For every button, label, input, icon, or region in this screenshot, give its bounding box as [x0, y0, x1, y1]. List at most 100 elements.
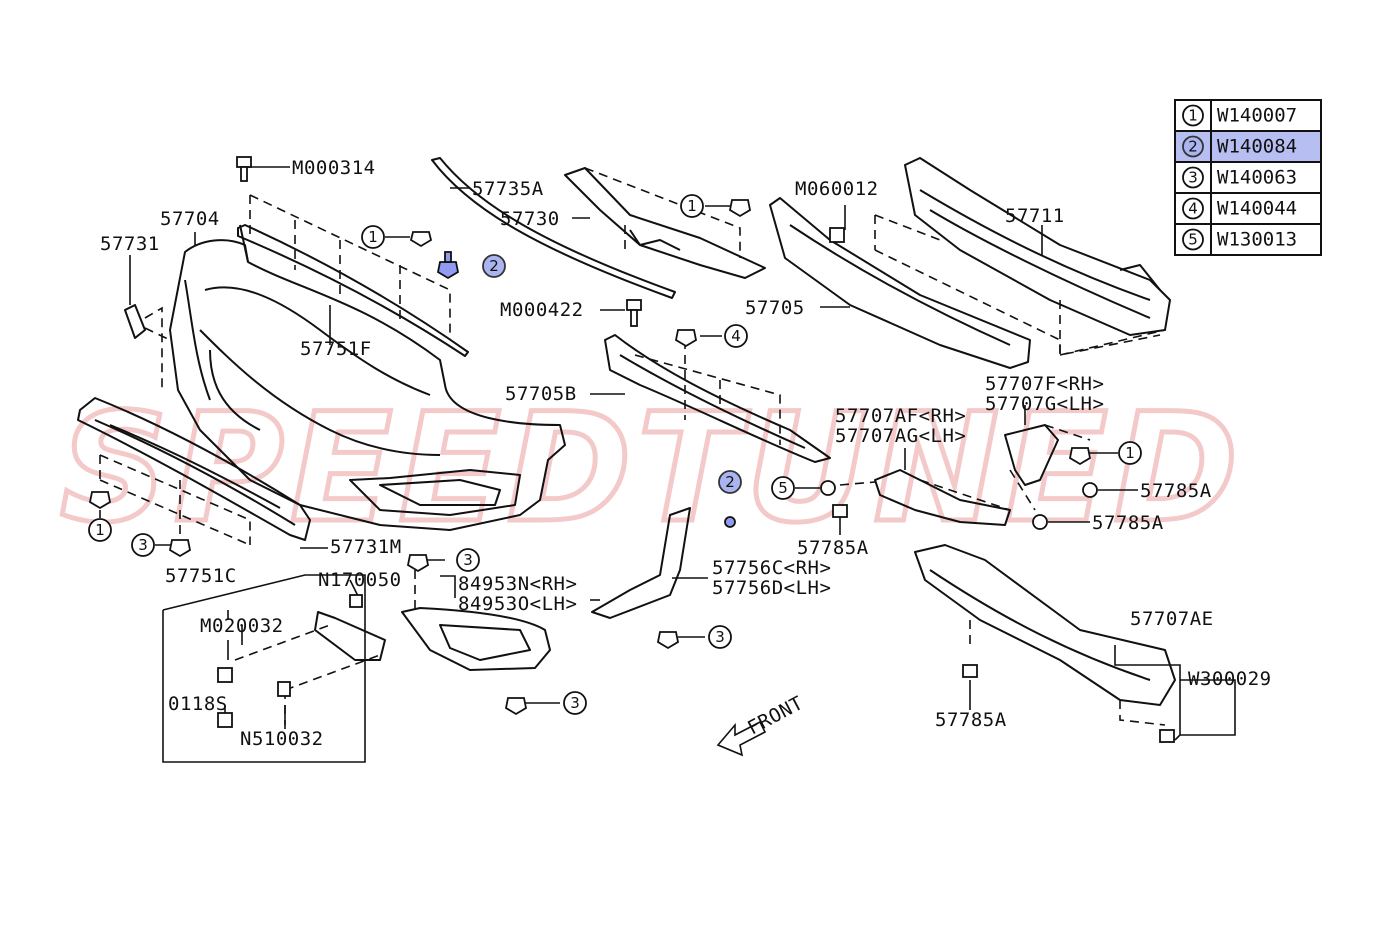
bolt-m000314-icon	[236, 156, 252, 182]
label-n510032: N510032	[240, 728, 324, 750]
label-m020032: M020032	[200, 615, 284, 637]
legend-number-circle	[1182, 197, 1204, 220]
legend-code: W140007	[1217, 105, 1297, 127]
callout-3b: 3	[463, 551, 473, 569]
clip-2b-icon	[724, 516, 736, 528]
label-57785a-2: 57785A	[1092, 512, 1164, 534]
duct-57756c	[591, 507, 691, 619]
label-57731: 57731	[100, 233, 160, 255]
bracket-57707af	[839, 469, 1011, 526]
front-arrow: FRONT	[716, 692, 807, 757]
clip-5a-icon	[820, 480, 836, 496]
legend-number: 3	[1188, 169, 1198, 187]
callout-2a: 2	[489, 257, 499, 275]
clip-1a-icon	[409, 231, 433, 248]
legend-number-circle	[1182, 166, 1204, 189]
upper-strip	[237, 194, 469, 357]
label-57705b: 57705B	[505, 383, 577, 405]
legend-code: W130013	[1217, 229, 1297, 251]
label-m060012: M060012	[795, 178, 879, 200]
undertray-57707ae	[914, 544, 1176, 726]
bumper-cover	[169, 224, 566, 531]
fasteners	[88, 156, 1175, 743]
callout-5a: 5	[778, 479, 788, 497]
legend-number-circle	[1182, 104, 1204, 127]
label-57707g: 57707G<LH>	[985, 393, 1104, 415]
label-m000314: M000314	[292, 157, 376, 179]
clip-3d-icon	[504, 697, 528, 716]
fog-cover	[401, 570, 551, 671]
part-labels: M000314 57735A 57730 M060012 57711 57704…	[100, 157, 1272, 750]
label-0118s: 0118S	[168, 693, 228, 715]
legend-code: W140063	[1217, 167, 1297, 189]
callout-3c: 3	[715, 628, 725, 646]
label-57735a: 57735A	[472, 178, 544, 200]
bracket-57730	[564, 167, 766, 279]
leader-lines	[99, 166, 1236, 741]
reinforcement-57711	[904, 157, 1171, 356]
label-84953n: 84953N<RH>	[458, 573, 577, 595]
label-57707ag: 57707AG<LH>	[835, 425, 966, 447]
callout-3a: 3	[138, 536, 148, 554]
label-57707af: 57707AF<RH>	[835, 405, 966, 427]
callout-1c: 1	[1125, 444, 1135, 462]
legend-code: W140044	[1217, 198, 1297, 220]
bolt-57785a-4-icon	[962, 664, 978, 678]
beam-57705b	[604, 334, 831, 463]
bracket-57731	[124, 304, 146, 339]
callout-2b: 2	[725, 473, 735, 491]
callout-1a: 1	[368, 228, 378, 246]
label-57704: 57704	[160, 208, 220, 230]
callout-1d: 1	[95, 521, 105, 539]
label-57705: 57705	[745, 297, 805, 319]
legend-code: W140084	[1217, 136, 1297, 158]
bolt-m020032-icon	[217, 667, 233, 683]
bolt-m000422-icon	[626, 299, 642, 327]
label-57731m: 57731M	[330, 536, 402, 558]
legend-number: 4	[1188, 200, 1198, 218]
legend-number: 1	[1188, 107, 1198, 125]
clip-2a-icon	[436, 251, 460, 280]
label-w300029: W300029	[1188, 668, 1272, 690]
legend-number: 5	[1188, 231, 1198, 249]
callout-4a: 4	[731, 327, 741, 345]
bolt-57785a-2-icon	[1032, 514, 1048, 530]
clip-1c-icon	[1068, 447, 1092, 466]
label-57707ae: 57707AE	[1130, 608, 1214, 630]
label-84953o: 84953O<LH>	[458, 593, 577, 615]
label-57756c: 57756C<RH>	[712, 557, 831, 579]
label-57707f: 57707F<RH>	[985, 373, 1104, 395]
clip-4a-icon	[674, 329, 698, 348]
label-57751c: 57751C	[165, 565, 237, 587]
label-57785a-4: 57785A	[935, 709, 1007, 731]
clip-1b-icon	[728, 199, 752, 218]
bolt-57785a-1-icon	[1082, 482, 1098, 498]
callout-1b: 1	[687, 197, 697, 215]
clip-3b-icon	[406, 554, 430, 573]
legend-number-circle	[1182, 135, 1204, 158]
callouts: 1 2 1 4 2 5 1 1 3 3 3 3	[88, 194, 1142, 715]
bolt-m060012-icon	[829, 227, 845, 243]
label-57751f: 57751F	[300, 338, 372, 360]
label-57730: 57730	[500, 208, 560, 230]
clip-3a-icon	[168, 539, 192, 558]
label-m000422: M000422	[500, 299, 584, 321]
label-57785a-1: 57785A	[1140, 480, 1212, 502]
lower-grille	[77, 397, 311, 546]
legend-number-circle	[1182, 228, 1204, 251]
clip-w300029-icon	[1159, 729, 1175, 743]
bolt-0118s-icon	[217, 712, 233, 728]
label-n170050: N170050	[318, 569, 402, 591]
clip-1d-icon	[88, 491, 112, 510]
seal-57735a	[431, 157, 676, 299]
front-label: FRONT	[744, 692, 807, 739]
callout-3d: 3	[570, 694, 580, 712]
legend-code-cell	[1210, 223, 1322, 256]
legend-code-cell	[1210, 99, 1322, 132]
clip-3c-icon	[656, 631, 680, 650]
label-57785a-3: 57785A	[797, 537, 869, 559]
absorber-57705	[769, 197, 1061, 369]
nut-n510032-icon	[277, 681, 291, 697]
